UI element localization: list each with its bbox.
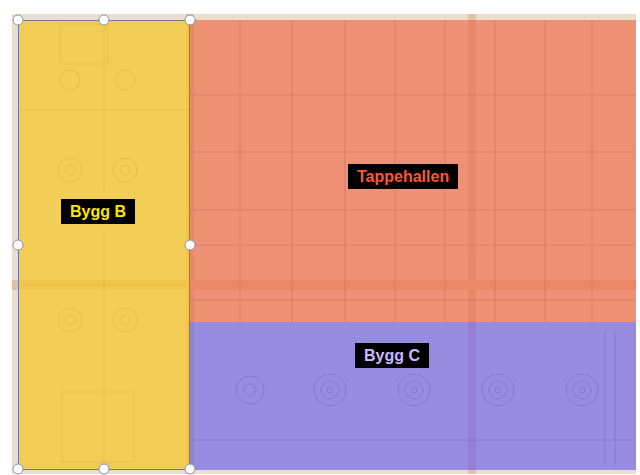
resize-handle <box>185 240 195 250</box>
resize-handle <box>185 464 195 474</box>
resize-handle <box>13 464 23 474</box>
hall-region: Tappehallen <box>190 20 636 322</box>
plan-lines <box>18 20 635 470</box>
building-region: Bygg B <box>18 20 190 470</box>
paper <box>12 14 636 474</box>
resize-handle <box>185 15 195 25</box>
fold-bands <box>12 14 636 474</box>
resize-handle <box>99 464 109 474</box>
region-label: Bygg C <box>355 343 429 368</box>
region-label: Bygg B <box>61 199 135 224</box>
resize-handle <box>13 15 23 25</box>
building-region: Bygg C <box>190 322 636 470</box>
region-label: Tappehallen <box>348 164 458 189</box>
resize-handle <box>99 15 109 25</box>
resize-handle <box>13 240 23 250</box>
